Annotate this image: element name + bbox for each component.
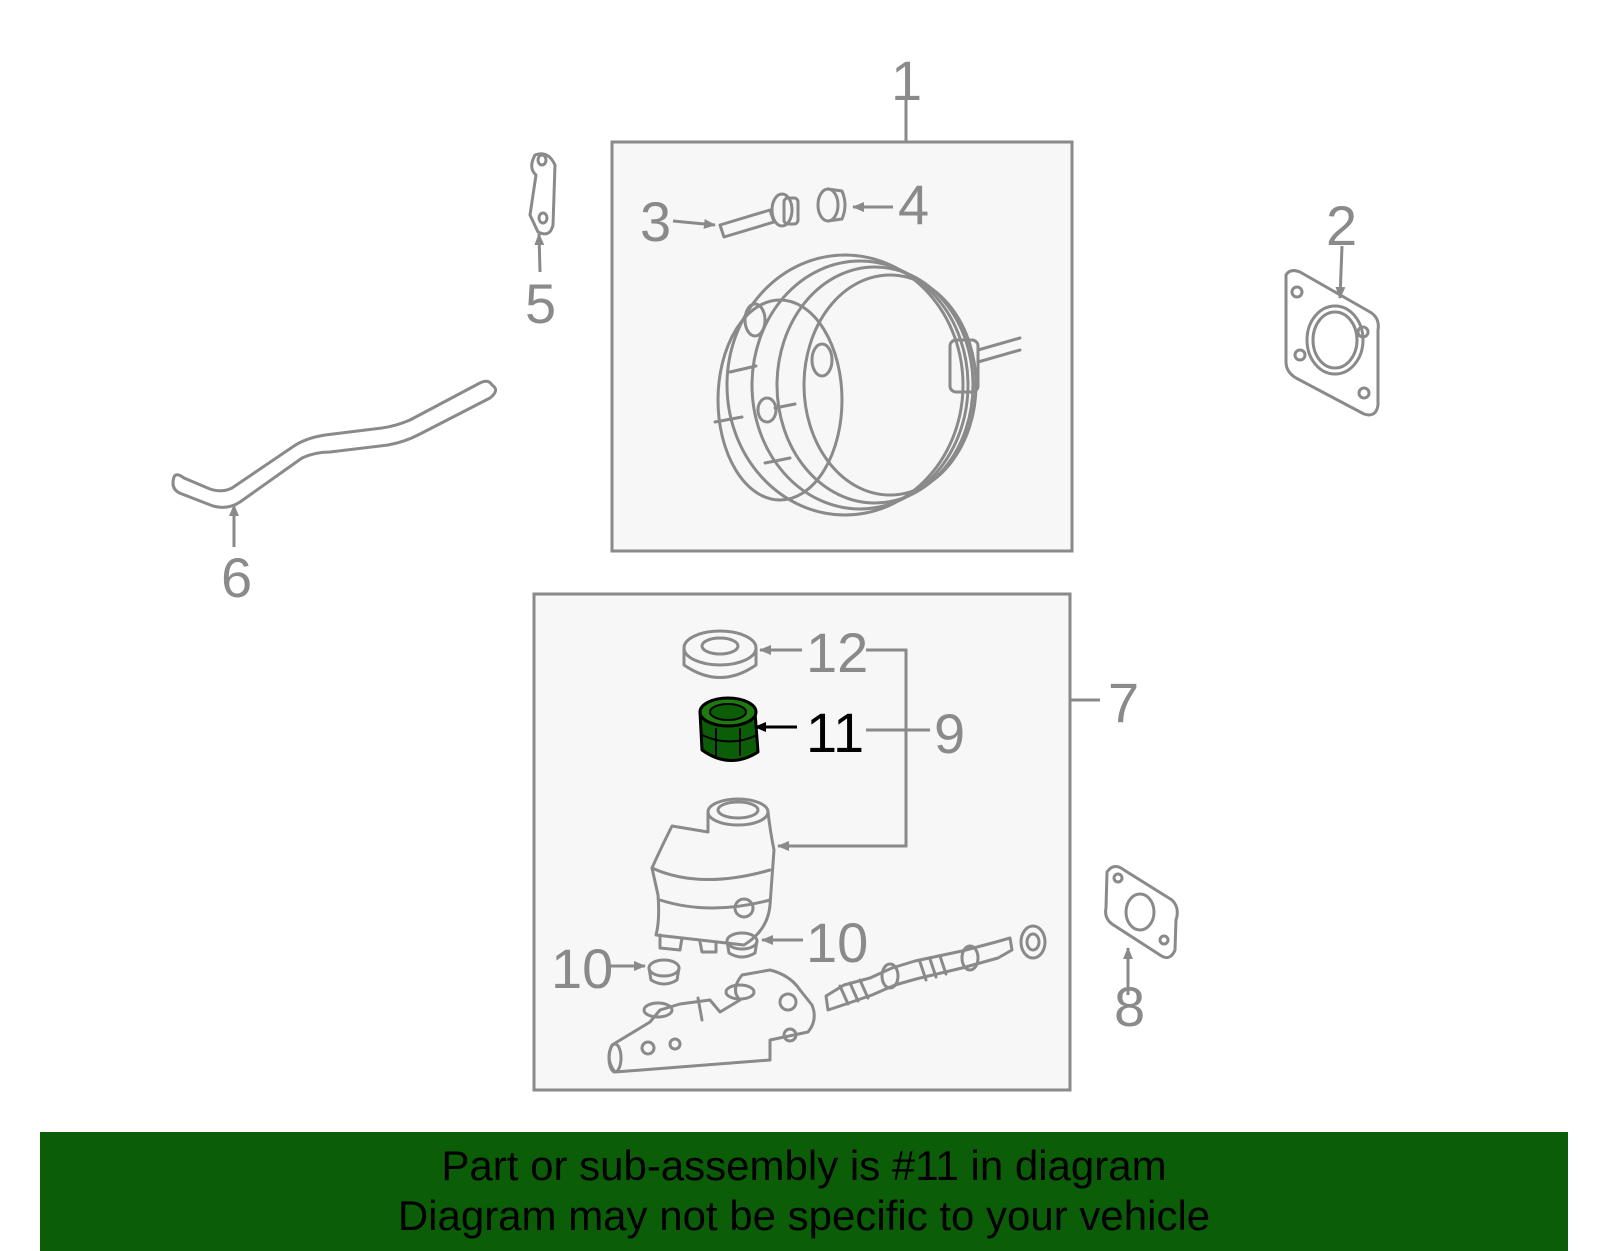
brake-fluid-reservoir[interactable] <box>650 797 776 954</box>
banner-part-message: Part or sub-assembly is #11 in diagram <box>441 1142 1167 1189</box>
callout-4[interactable]: 4 <box>898 173 929 236</box>
callout-1[interactable]: 1 <box>891 49 922 112</box>
callout-10-right[interactable]: 10 <box>806 911 868 974</box>
banner-disclaimer: Diagram may not be specific to your vehi… <box>397 1192 1211 1239</box>
reservoir-strainer-highlighted[interactable] <box>698 696 760 762</box>
master-cylinder-piston-kit[interactable] <box>824 924 1047 1012</box>
booster-nut[interactable] <box>816 187 847 223</box>
callout-3[interactable]: 3 <box>640 190 671 253</box>
bracket[interactable] <box>528 152 557 236</box>
callout-2[interactable]: 2 <box>1326 194 1357 257</box>
callout-6[interactable]: 6 <box>221 546 252 609</box>
vacuum-hose[interactable] <box>171 379 497 509</box>
booster-gasket[interactable] <box>1284 269 1380 417</box>
callout-9[interactable]: 9 <box>934 702 965 765</box>
reservoir-grommet-left[interactable] <box>647 958 681 986</box>
callout-8[interactable]: 8 <box>1114 975 1145 1038</box>
callout-12[interactable]: 12 <box>806 621 868 684</box>
master-cylinder-body[interactable] <box>607 968 816 1074</box>
callout-7[interactable]: 7 <box>1108 671 1139 734</box>
callout-10-left[interactable]: 10 <box>551 937 613 1000</box>
reservoir-cap[interactable] <box>682 629 758 679</box>
reservoir-grommet-right[interactable] <box>725 931 759 959</box>
brake-booster[interactable] <box>713 253 1022 517</box>
info-banner: Part or sub-assembly is #11 in diagram D… <box>40 1132 1568 1251</box>
booster-assembly-box <box>610 140 1074 553</box>
callout-11[interactable]: 11 <box>806 701 864 764</box>
master-cylinder-assembly-box <box>532 592 1072 1092</box>
callout-5[interactable]: 5 <box>525 272 556 335</box>
booster-stud-bolt[interactable] <box>718 192 800 239</box>
master-cylinder-gasket[interactable] <box>1104 865 1179 960</box>
